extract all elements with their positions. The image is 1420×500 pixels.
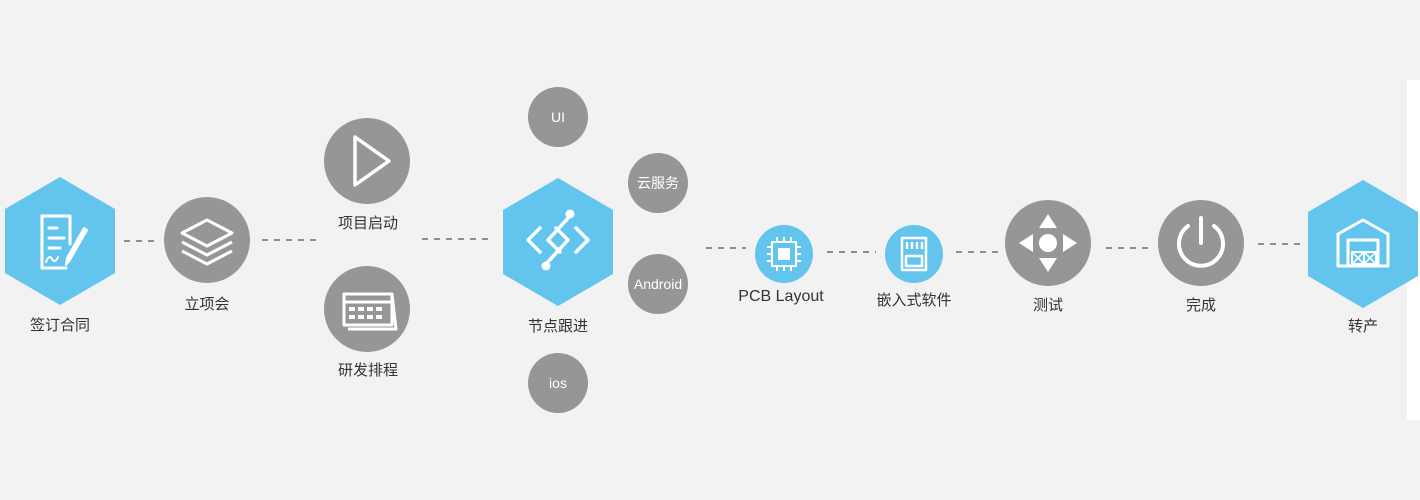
project-start-node — [324, 118, 410, 204]
right-edge-strip-top — [1407, 0, 1420, 80]
done-node — [1158, 200, 1244, 286]
layers-icon — [180, 218, 234, 266]
circle-shape — [528, 353, 588, 413]
node-tracking-label: 节点跟进 — [527, 317, 589, 335]
chip-icon — [767, 237, 801, 271]
android-sub-node — [628, 254, 688, 314]
transfer-production-node — [1308, 180, 1418, 308]
power-icon — [1177, 216, 1225, 268]
circle-shape — [528, 87, 588, 147]
hexagon-shape — [503, 178, 613, 306]
calendar-icon — [342, 292, 398, 331]
schedule-node — [324, 266, 410, 352]
warehouse-icon — [1336, 218, 1390, 268]
circle-shape — [324, 118, 410, 204]
embedded-software-node — [885, 225, 943, 283]
circle-shape — [628, 153, 688, 213]
play-icon — [353, 135, 391, 187]
hexagon-shape — [1308, 180, 1418, 308]
right-edge-strip-bottom — [1407, 420, 1420, 500]
ui-sub-node — [528, 87, 588, 147]
test-node — [1005, 200, 1091, 286]
circle-shape — [885, 225, 943, 283]
embedded-software-label: 嵌入式软件 — [876, 291, 952, 309]
transfer-production-label: 转产 — [1347, 317, 1379, 335]
project-start-label: 项目启动 — [337, 214, 399, 232]
ui-label: UI — [551, 109, 565, 125]
pcb-layout-node — [755, 225, 813, 283]
sign-contract-node — [5, 177, 115, 305]
dpad-icon — [1019, 214, 1077, 272]
node-tracking-node — [503, 178, 613, 306]
hexagon-shape — [5, 177, 115, 305]
schedule-label: 研发排程 — [337, 361, 399, 379]
sign-contract-label: 签订合同 — [29, 316, 91, 334]
link-chain-icon — [526, 209, 590, 271]
ios-label: ios — [549, 375, 567, 391]
contract-sign-icon — [40, 214, 88, 270]
cloud-sub-node — [628, 153, 688, 213]
kickoff-meeting-label: 立项会 — [184, 295, 230, 313]
done-label: 完成 — [1185, 296, 1217, 314]
circle-shape — [628, 254, 688, 314]
android-label: Android — [634, 276, 682, 292]
sd-card-icon — [900, 236, 928, 272]
cloud-service-label: 云服务 — [637, 175, 679, 191]
circle-shape — [164, 197, 250, 283]
ios-sub-node — [528, 353, 588, 413]
pcb-layout-label: PCB Layout — [738, 288, 824, 305]
test-label: 测试 — [1032, 296, 1064, 314]
kickoff-node — [164, 197, 250, 283]
